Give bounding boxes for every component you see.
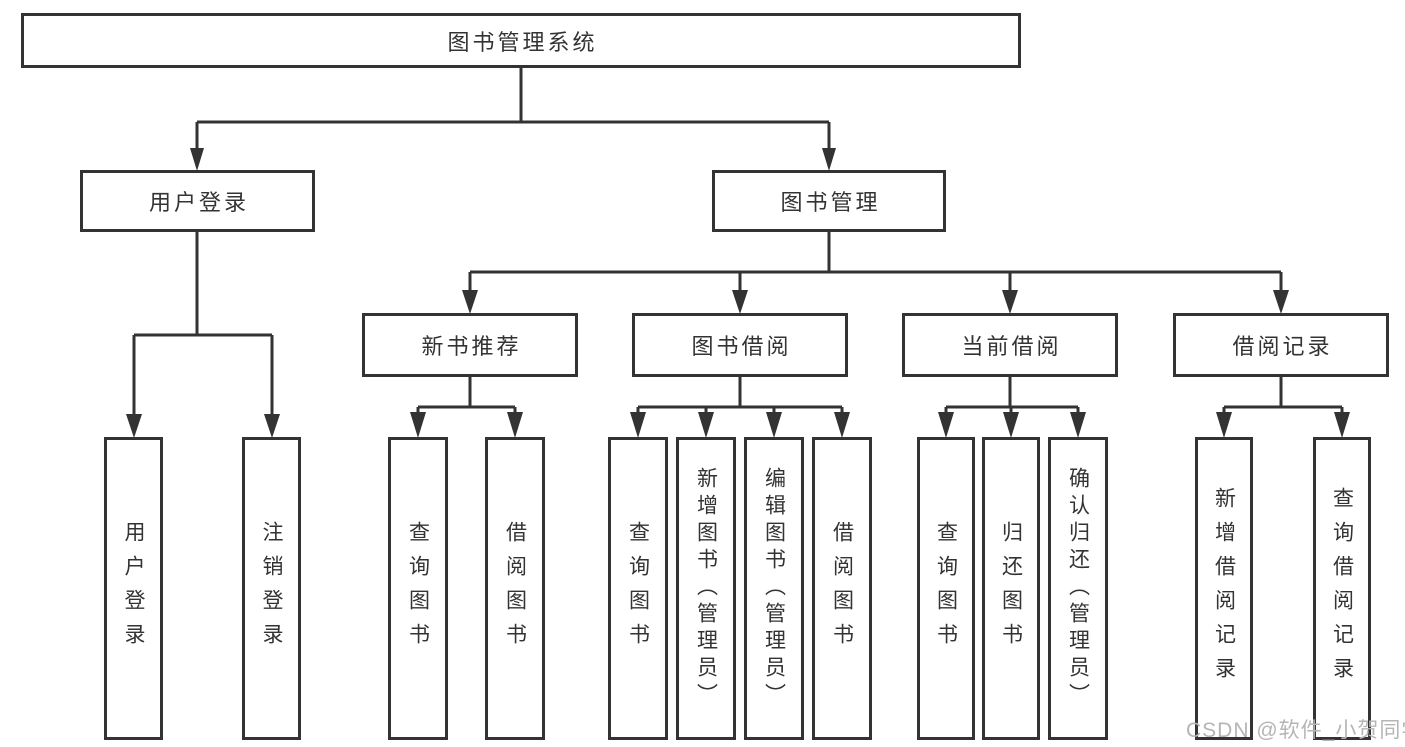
leaf-label: 借阅图书 — [503, 520, 527, 657]
node-label: 图书管理 — [780, 190, 881, 215]
edge-current-to-leaves — [944, 376, 1080, 414]
arrowhead-down — [410, 412, 426, 438]
leaf-label: 查询图书 — [626, 520, 650, 657]
leaf-label: 注销登录 — [260, 520, 283, 657]
leaf-label: 借阅图书 — [830, 520, 854, 657]
edge-borrowing-to-leaves — [636, 376, 844, 414]
leaf-borrowing-edit-books-admin: 编辑图书（管理员） — [744, 437, 804, 740]
node-new-book-recommendation: 新书推荐 — [362, 313, 578, 377]
csdn-watermark: CSDN @软件_小贺同学 — [1186, 719, 1405, 742]
leaf-records-query-borrow-record: 查询借阅记录 — [1313, 437, 1371, 740]
arrowhead-down — [732, 290, 748, 314]
arrowhead-down — [1216, 412, 1232, 438]
leaf-recommend-borrow-books: 借阅图书 — [485, 437, 545, 740]
node-label: 图书管理系统 — [447, 29, 598, 55]
leaf-borrowing-borrow-books: 借阅图书 — [812, 437, 872, 740]
node-current-borrowing: 当前借阅 — [902, 313, 1118, 377]
node-label: 借阅记录 — [1232, 334, 1333, 359]
arrowhead-down — [1273, 290, 1289, 314]
node-user-login: 用户登录 — [80, 170, 315, 232]
leaf-label: 新增图书（管理员） — [694, 467, 718, 710]
leaf-label: 确认归还（管理员） — [1066, 467, 1090, 710]
arrowhead-down — [630, 412, 646, 438]
leaf-label: 查询图书 — [934, 520, 958, 657]
arrowhead-down — [264, 414, 280, 438]
leaf-current-query-books: 查询图书 — [917, 437, 975, 740]
arrowhead-down — [1002, 290, 1018, 314]
node-book-borrowing: 图书借阅 — [632, 313, 848, 377]
node-book-management: 图书管理 — [712, 170, 946, 232]
leaf-borrowing-add-books-admin: 新增图书（管理员） — [676, 437, 736, 740]
node-library-management-system: 图书管理系统 — [21, 13, 1021, 68]
leaf-borrowing-query-books: 查询图书 — [608, 437, 668, 740]
leaf-label: 查询借阅记录 — [1330, 486, 1354, 691]
arrowhead-down — [1070, 412, 1086, 438]
arrowhead-down — [822, 148, 836, 171]
edge-user-login-to-leaves — [132, 231, 274, 416]
arrowhead-down — [766, 412, 782, 438]
leaf-recommend-query-books: 查询图书 — [388, 437, 448, 740]
arrowhead-down — [1003, 412, 1019, 438]
arrowhead-down — [1334, 412, 1350, 438]
leaf-user-login: 用户登录 — [104, 437, 163, 740]
edge-root-to-branches — [195, 66, 831, 150]
arrowhead-down — [190, 148, 204, 171]
node-borrowing-records: 借阅记录 — [1173, 313, 1389, 377]
node-label: 当前借阅 — [961, 334, 1062, 359]
leaf-records-add-borrow-record: 新增借阅记录 — [1195, 437, 1253, 740]
edge-recommend-to-leaves — [416, 376, 517, 414]
arrowhead-down — [462, 290, 478, 314]
node-label: 用户登录 — [148, 190, 249, 215]
leaf-logout: 注销登录 — [242, 437, 301, 740]
leaf-label: 归还图书 — [999, 520, 1023, 657]
edge-book-management-to-modules — [468, 231, 1283, 292]
leaf-label: 编辑图书（管理员） — [762, 467, 786, 710]
arrowhead-down — [698, 412, 714, 438]
arrowhead-down — [126, 414, 142, 438]
leaf-label: 查询图书 — [406, 520, 430, 657]
leaf-label: 用户登录 — [122, 520, 145, 657]
node-label: 图书借阅 — [691, 334, 792, 359]
leaf-label: 新增借阅记录 — [1212, 486, 1236, 691]
arrowhead-down — [507, 412, 523, 438]
node-label: 新书推荐 — [421, 334, 522, 359]
leaf-current-confirm-return-admin: 确认归还（管理员） — [1048, 437, 1108, 740]
edge-records-to-leaves — [1222, 376, 1344, 414]
arrowhead-down — [834, 412, 850, 438]
leaf-current-return-books: 归还图书 — [982, 437, 1040, 740]
arrowhead-down — [938, 412, 954, 438]
